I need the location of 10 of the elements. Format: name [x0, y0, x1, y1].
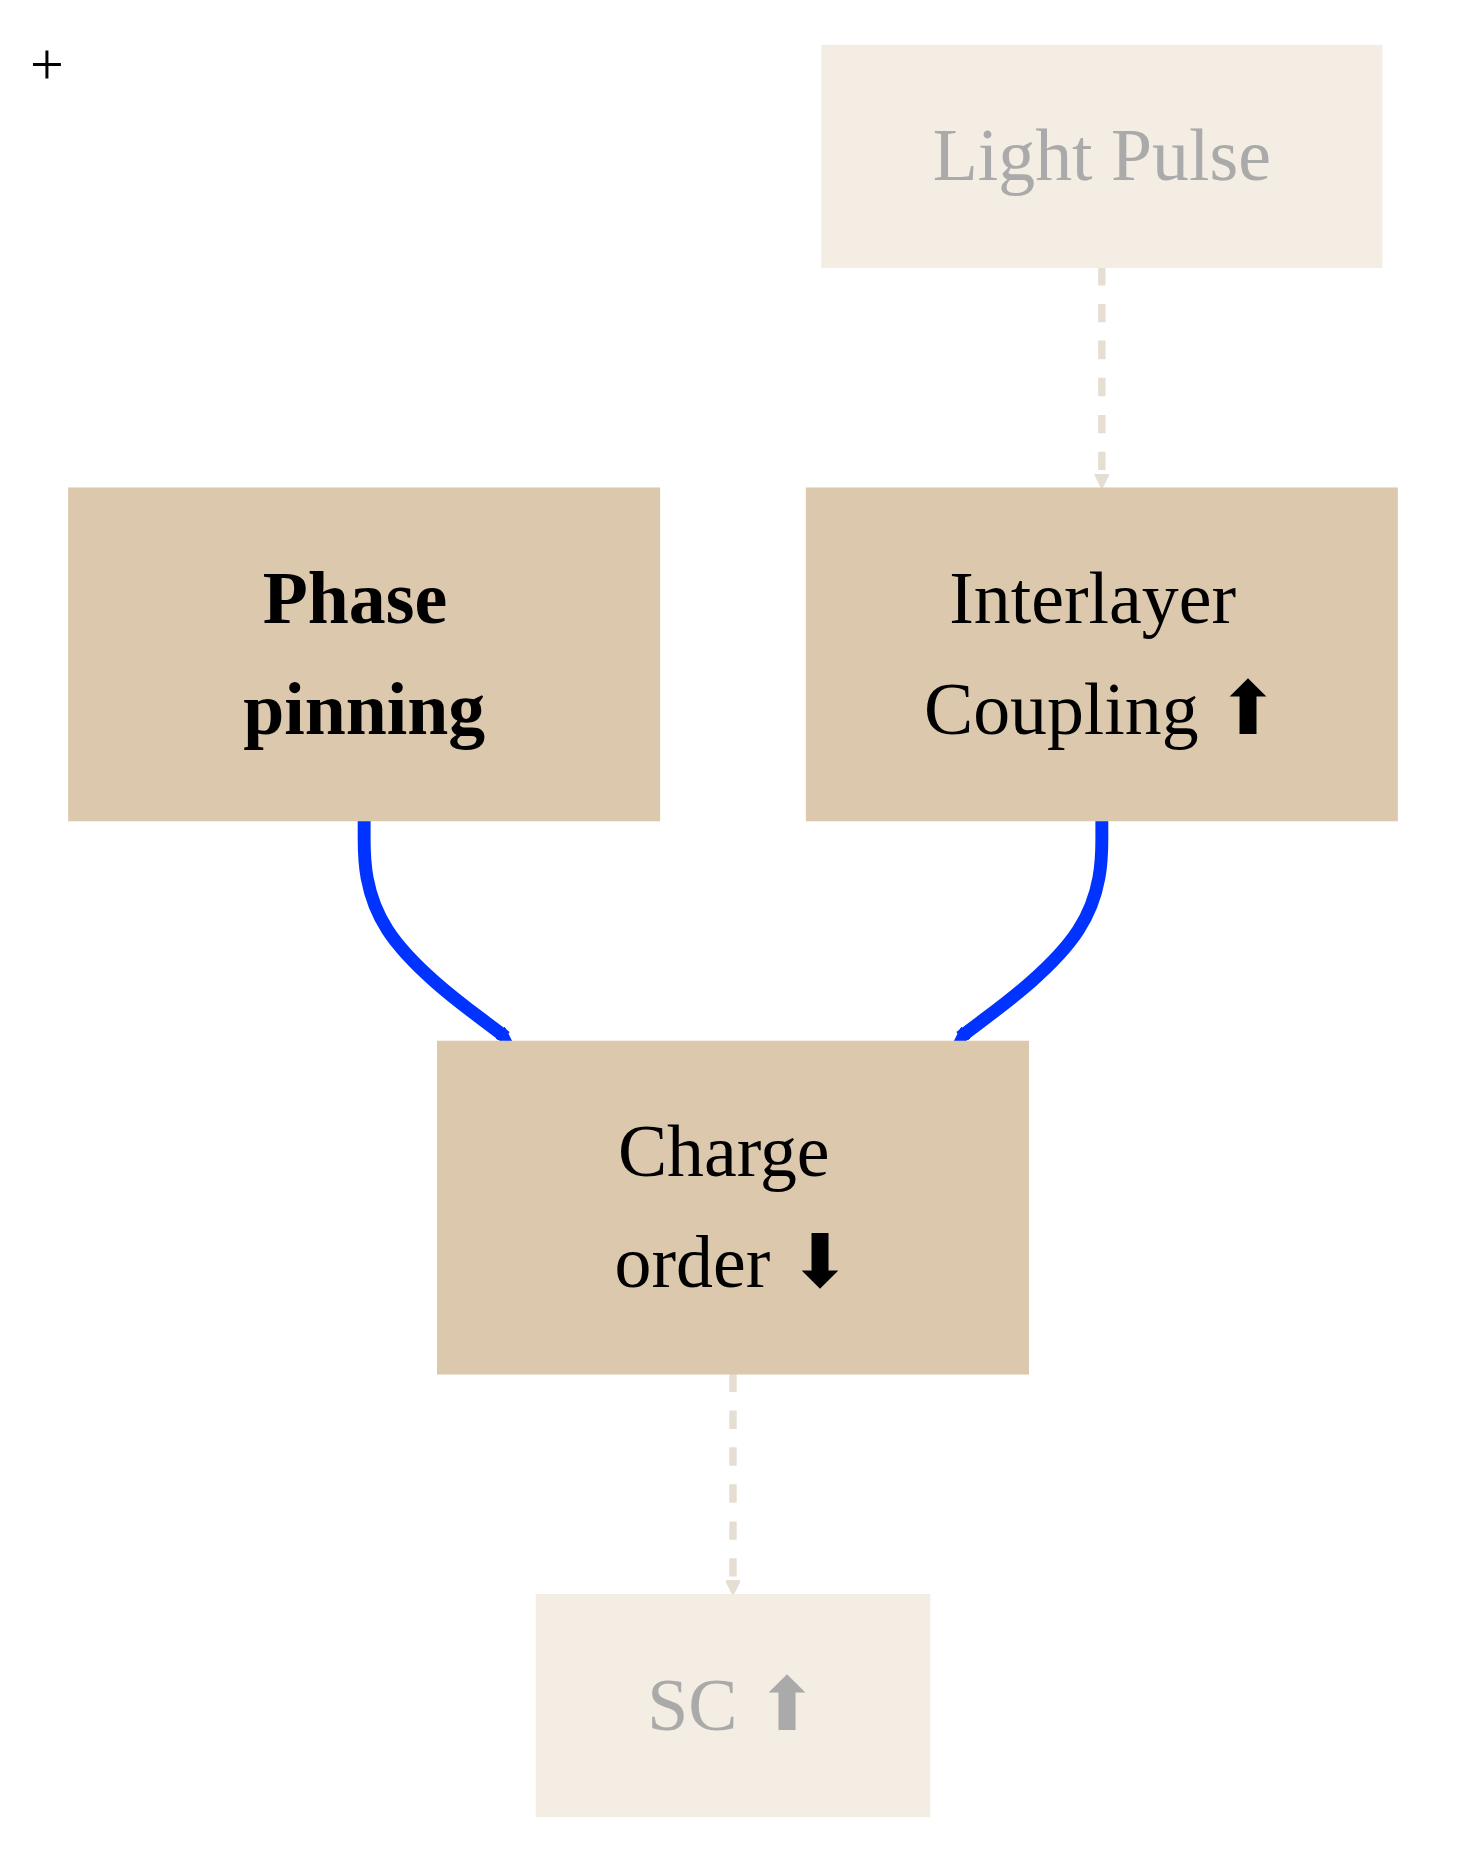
node-box: Interlayer Coupling ⬆ — [805, 487, 1398, 822]
node-box: Light Pulse — [821, 44, 1383, 268]
node-box: Charge order ⬇ — [437, 1040, 1029, 1375]
plus-sign: + — [30, 30, 64, 99]
node-box: SC ⬆ — [535, 1594, 931, 1818]
arrow — [357, 820, 513, 1043]
node-box: Phase pinning — [68, 487, 661, 822]
arrow — [724, 1373, 742, 1596]
arrow — [953, 820, 1109, 1043]
arrow — [1093, 267, 1110, 490]
